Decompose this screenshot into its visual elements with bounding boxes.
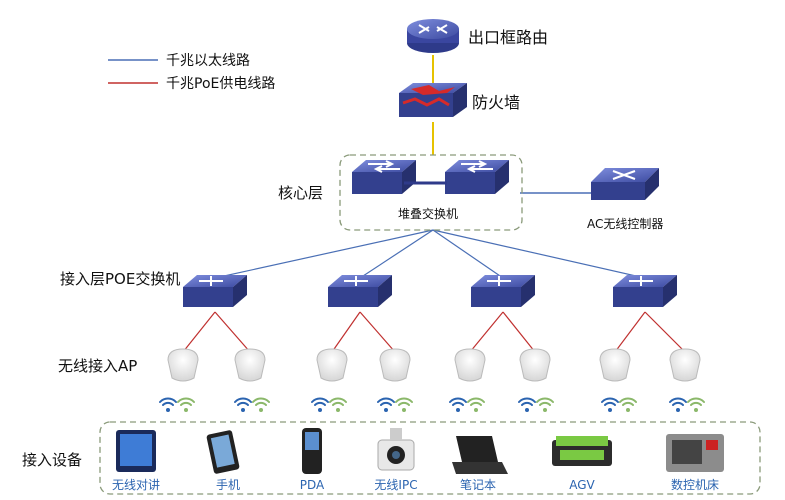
ap-layer-label: 无线接入AP [58,357,137,375]
router-label: 出口框路由 [468,28,548,47]
wifi-icon [311,397,329,412]
device-label-ipc: 无线IPC [374,478,417,492]
wifi-icon [687,397,705,412]
device-label-agv: AGV [569,478,595,492]
firewall-icon [399,83,467,117]
wifi-icon [329,397,347,412]
wifi-icon [395,397,413,412]
device-label-radio: 无线对讲 [112,477,160,492]
radio-device-icon [116,430,156,472]
ap-icon [519,348,551,382]
wifi-icon [467,397,485,412]
wifi-icon [159,397,177,412]
ap-icon [379,348,411,382]
poe-ap-links [182,311,686,353]
wifi-signals [159,397,705,412]
wifi-icon [252,397,270,412]
wifi-icon [177,397,195,412]
ipc-camera-icon [377,428,415,471]
ap-icon [316,348,348,382]
wifi-icon [536,397,554,412]
ap-icon [167,348,199,382]
devices-layer-label: 接入设备 [22,451,82,469]
stack-switch-label: 堆叠交换机 [398,206,458,221]
stack-switch-right-icon [445,160,509,194]
devices-box [99,421,761,495]
wifi-icon [234,397,252,412]
access-points [167,348,701,382]
agv-icon [552,436,612,466]
legend-poe-label: 千兆PoE供电线路 [166,76,275,92]
phone-icon [206,430,240,474]
core-access-links [214,229,646,279]
access-switch-1-icon [183,275,247,307]
wifi-icon [518,397,536,412]
firewall-label: 防火墙 [472,93,520,112]
pda-icon [302,428,322,474]
device-label-phone: 手机 [216,478,240,492]
access-switch-3-icon [471,275,535,307]
cnc-machine-icon [666,434,724,472]
ap-icon [669,348,701,382]
device-label-cnc: 数控机床 [671,477,719,492]
ac-controller-label: AC无线控制器 [587,217,663,231]
wifi-icon [377,397,395,412]
device-label-laptop: 笔记本 [460,477,496,492]
wifi-icon [601,397,619,412]
stack-switch-left-icon [352,160,416,194]
router-icon [407,19,459,53]
wifi-icon [669,397,687,412]
ac-controller-icon [591,168,659,200]
ap-icon [454,348,486,382]
ap-icon [234,348,266,382]
wifi-icon [449,397,467,412]
laptop-icon [452,436,508,474]
access-switch-4-icon [613,275,677,307]
access-switch-2-icon [328,275,392,307]
ap-icon [599,348,631,382]
core-layer-box [339,154,523,231]
device-label-pda: PDA [300,478,325,492]
access-layer-label: 接入层POE交换机 [60,270,180,288]
legend-ethernet-label: 千兆以太线路 [166,53,250,69]
core-layer-label: 核心层 [278,184,323,202]
wifi-icon [619,397,637,412]
